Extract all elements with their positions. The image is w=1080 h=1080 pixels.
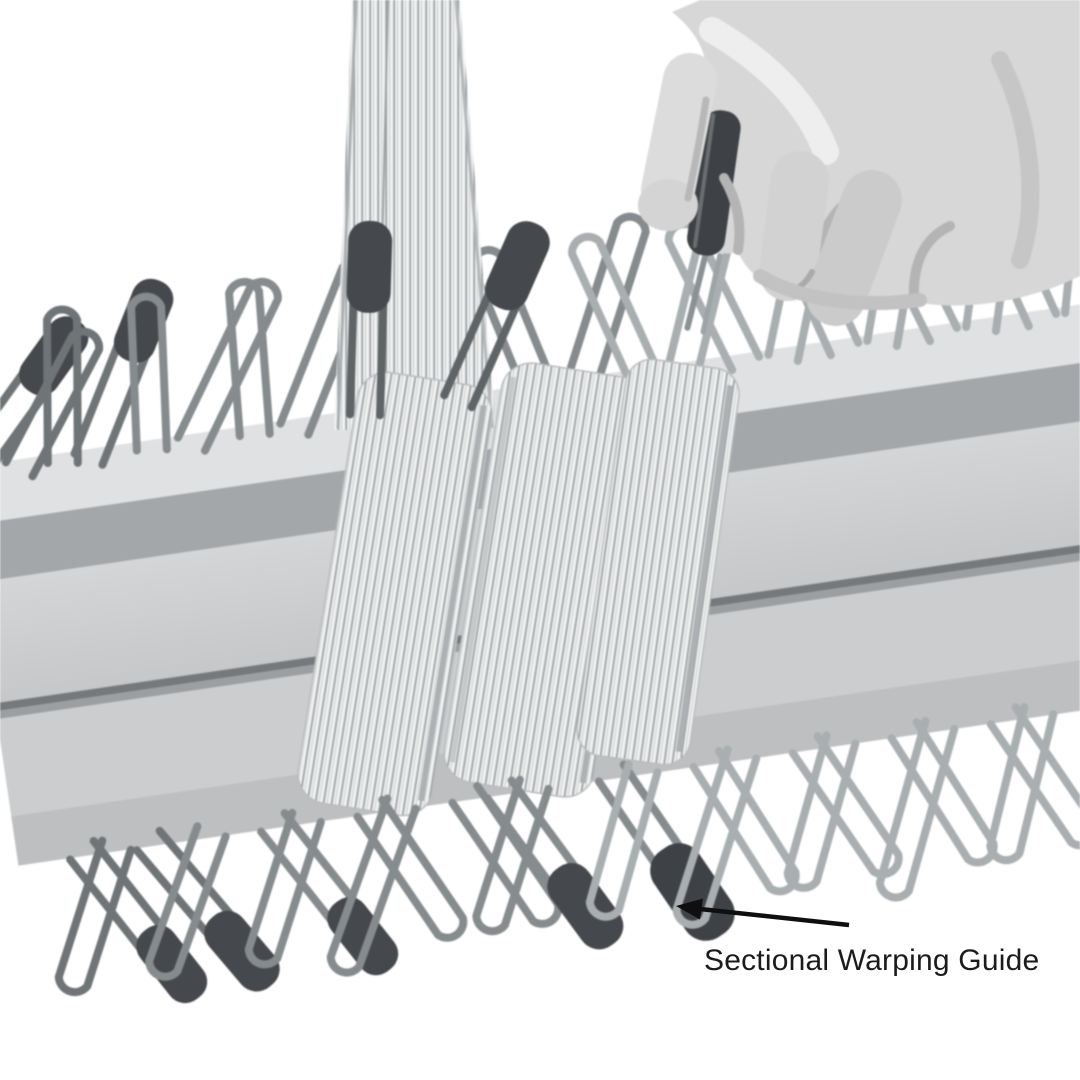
annotation-label: Sectional Warping Guide <box>704 944 1040 977</box>
guide-pin <box>343 220 393 415</box>
thumb <box>638 53 745 255</box>
hand <box>638 0 1080 335</box>
guide-pin <box>438 221 550 410</box>
wound-yarn-bundles <box>297 358 740 817</box>
top-guide-pin-row <box>0 132 1080 493</box>
foreground-guide-pins <box>315 220 550 430</box>
middle-finger <box>806 170 902 326</box>
bottom-guide-pin-row <box>35 679 1080 1043</box>
yarn-ribbon <box>334 0 496 430</box>
guide-pin <box>131 826 280 992</box>
index-finger <box>759 151 829 301</box>
guide-pin <box>481 776 624 950</box>
